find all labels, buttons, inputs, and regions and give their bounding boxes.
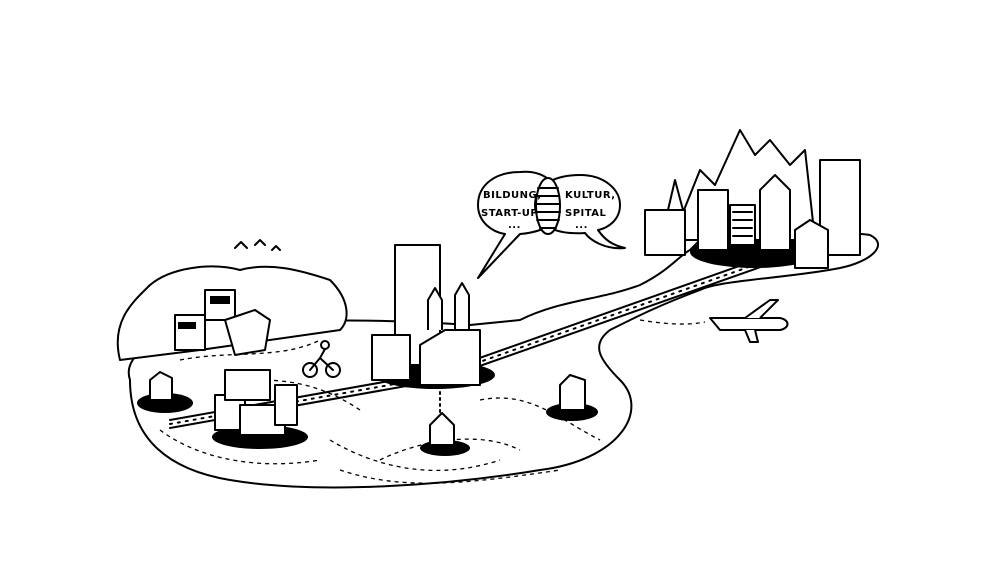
bubble-left-line3: ... (508, 220, 521, 231)
bubble-left-line1: BILDUNG, (483, 190, 542, 201)
speech-bubbles: BILDUNG, START-UP ... KULTUR, SPITAL ... (477, 170, 626, 279)
birds (234, 239, 281, 251)
bubble-right-line1: KULTUR, (565, 190, 616, 201)
building-block (371, 334, 411, 381)
airplane (639, 299, 789, 343)
city-skyline (644, 129, 861, 269)
houses (149, 289, 586, 446)
bubble-right-line3: ... (575, 220, 588, 231)
cyclist (302, 340, 341, 378)
bubble-left-line2: START-UP (481, 208, 538, 219)
dashed-paths (159, 339, 601, 484)
church (419, 282, 481, 386)
bubble-right-line2: SPITAL (565, 208, 607, 219)
bubble-overlap (535, 177, 561, 235)
